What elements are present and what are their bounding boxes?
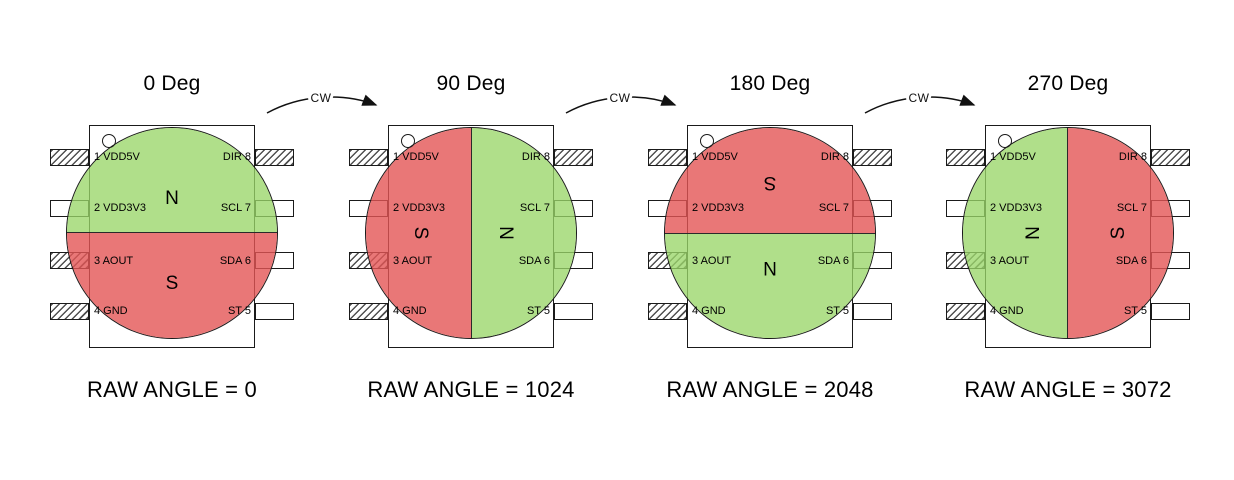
magnet-south-half: [67, 233, 277, 338]
pin1-indicator: [700, 134, 714, 148]
magnet-disc: N S: [664, 127, 876, 339]
pin1-indicator: [401, 134, 415, 148]
angle-title: 90 Deg: [436, 72, 506, 95]
angle-title: 0 Deg: [143, 72, 201, 95]
north-pole-label: N: [165, 188, 179, 209]
cw-rotation-arrow: CW: [266, 88, 378, 114]
magnet-disc: N S: [66, 127, 278, 339]
magnet-north-half: [665, 233, 875, 338]
magnet-north-half: [471, 128, 576, 338]
angle-title: 180 Deg: [729, 72, 811, 95]
south-pole-label: S: [1108, 226, 1129, 240]
magnet-north-half: [67, 128, 277, 233]
north-pole-label: N: [763, 257, 777, 278]
magnet-disc: N S: [365, 127, 577, 339]
cw-label: CW: [311, 91, 332, 105]
rotation-figure-0deg: 0 Deg N S 1 VDD5V 2 VDD3V3 3 AOUT 4 GND …: [42, 0, 302, 480]
cw-label: CW: [610, 91, 631, 105]
north-pole-label: N: [1023, 226, 1044, 240]
cw-rotation-arrow: CW: [864, 88, 976, 114]
raw-angle-label: RAW ANGLE = 3072: [964, 377, 1172, 402]
rotation-figure-90deg: 90 Deg N S 1 VDD5V 2 VDD3V3 3 AOUT 4 GND…: [341, 0, 601, 480]
south-pole-label: S: [410, 226, 431, 240]
rotation-figure-270deg: 270 Deg N S 1 VDD5V 2 VDD3V3 3 AOUT 4 GN…: [938, 0, 1198, 480]
magnet-disc: N S: [962, 127, 1174, 339]
cw-label: CW: [909, 91, 930, 105]
north-pole-label: N: [495, 226, 516, 240]
cw-rotation-arrow: CW: [565, 88, 677, 114]
south-pole-label: S: [165, 273, 179, 294]
south-pole-label: S: [763, 172, 777, 193]
raw-angle-label: RAW ANGLE = 0: [87, 377, 257, 402]
angle-title: 270 Deg: [1027, 72, 1109, 95]
magnet-north-half: [963, 128, 1068, 338]
pin1-indicator: [102, 134, 116, 148]
pin1-indicator: [998, 134, 1012, 148]
raw-angle-label: RAW ANGLE = 1024: [367, 377, 575, 402]
rotation-figure-180deg: 180 Deg N S 1 VDD5V 2 VDD3V3 3 AOUT 4 GN…: [640, 0, 900, 480]
raw-angle-label: RAW ANGLE = 2048: [666, 377, 874, 402]
